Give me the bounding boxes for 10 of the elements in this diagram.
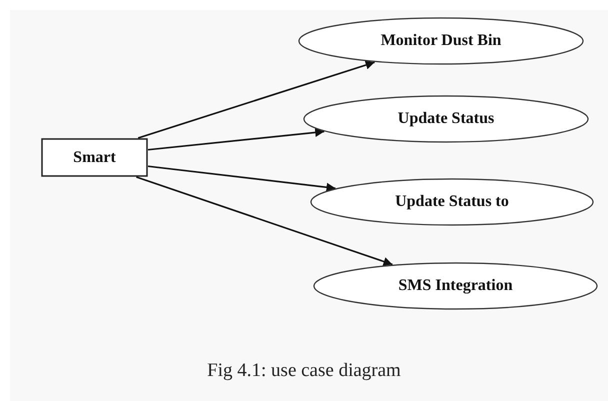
use-case-label: Update Status xyxy=(398,110,494,128)
arrow xyxy=(148,165,336,192)
use-case-label: Update Status to xyxy=(395,193,509,211)
actor-label: Smart xyxy=(73,148,116,166)
arrow xyxy=(136,176,393,266)
arrow xyxy=(148,128,324,151)
figure-caption: Fig 4.1: use case diagram xyxy=(207,360,401,381)
use-case-label: SMS Integration xyxy=(398,277,513,295)
arrow xyxy=(138,60,375,139)
use-case-label: Monitor Dust Bin xyxy=(380,32,502,50)
